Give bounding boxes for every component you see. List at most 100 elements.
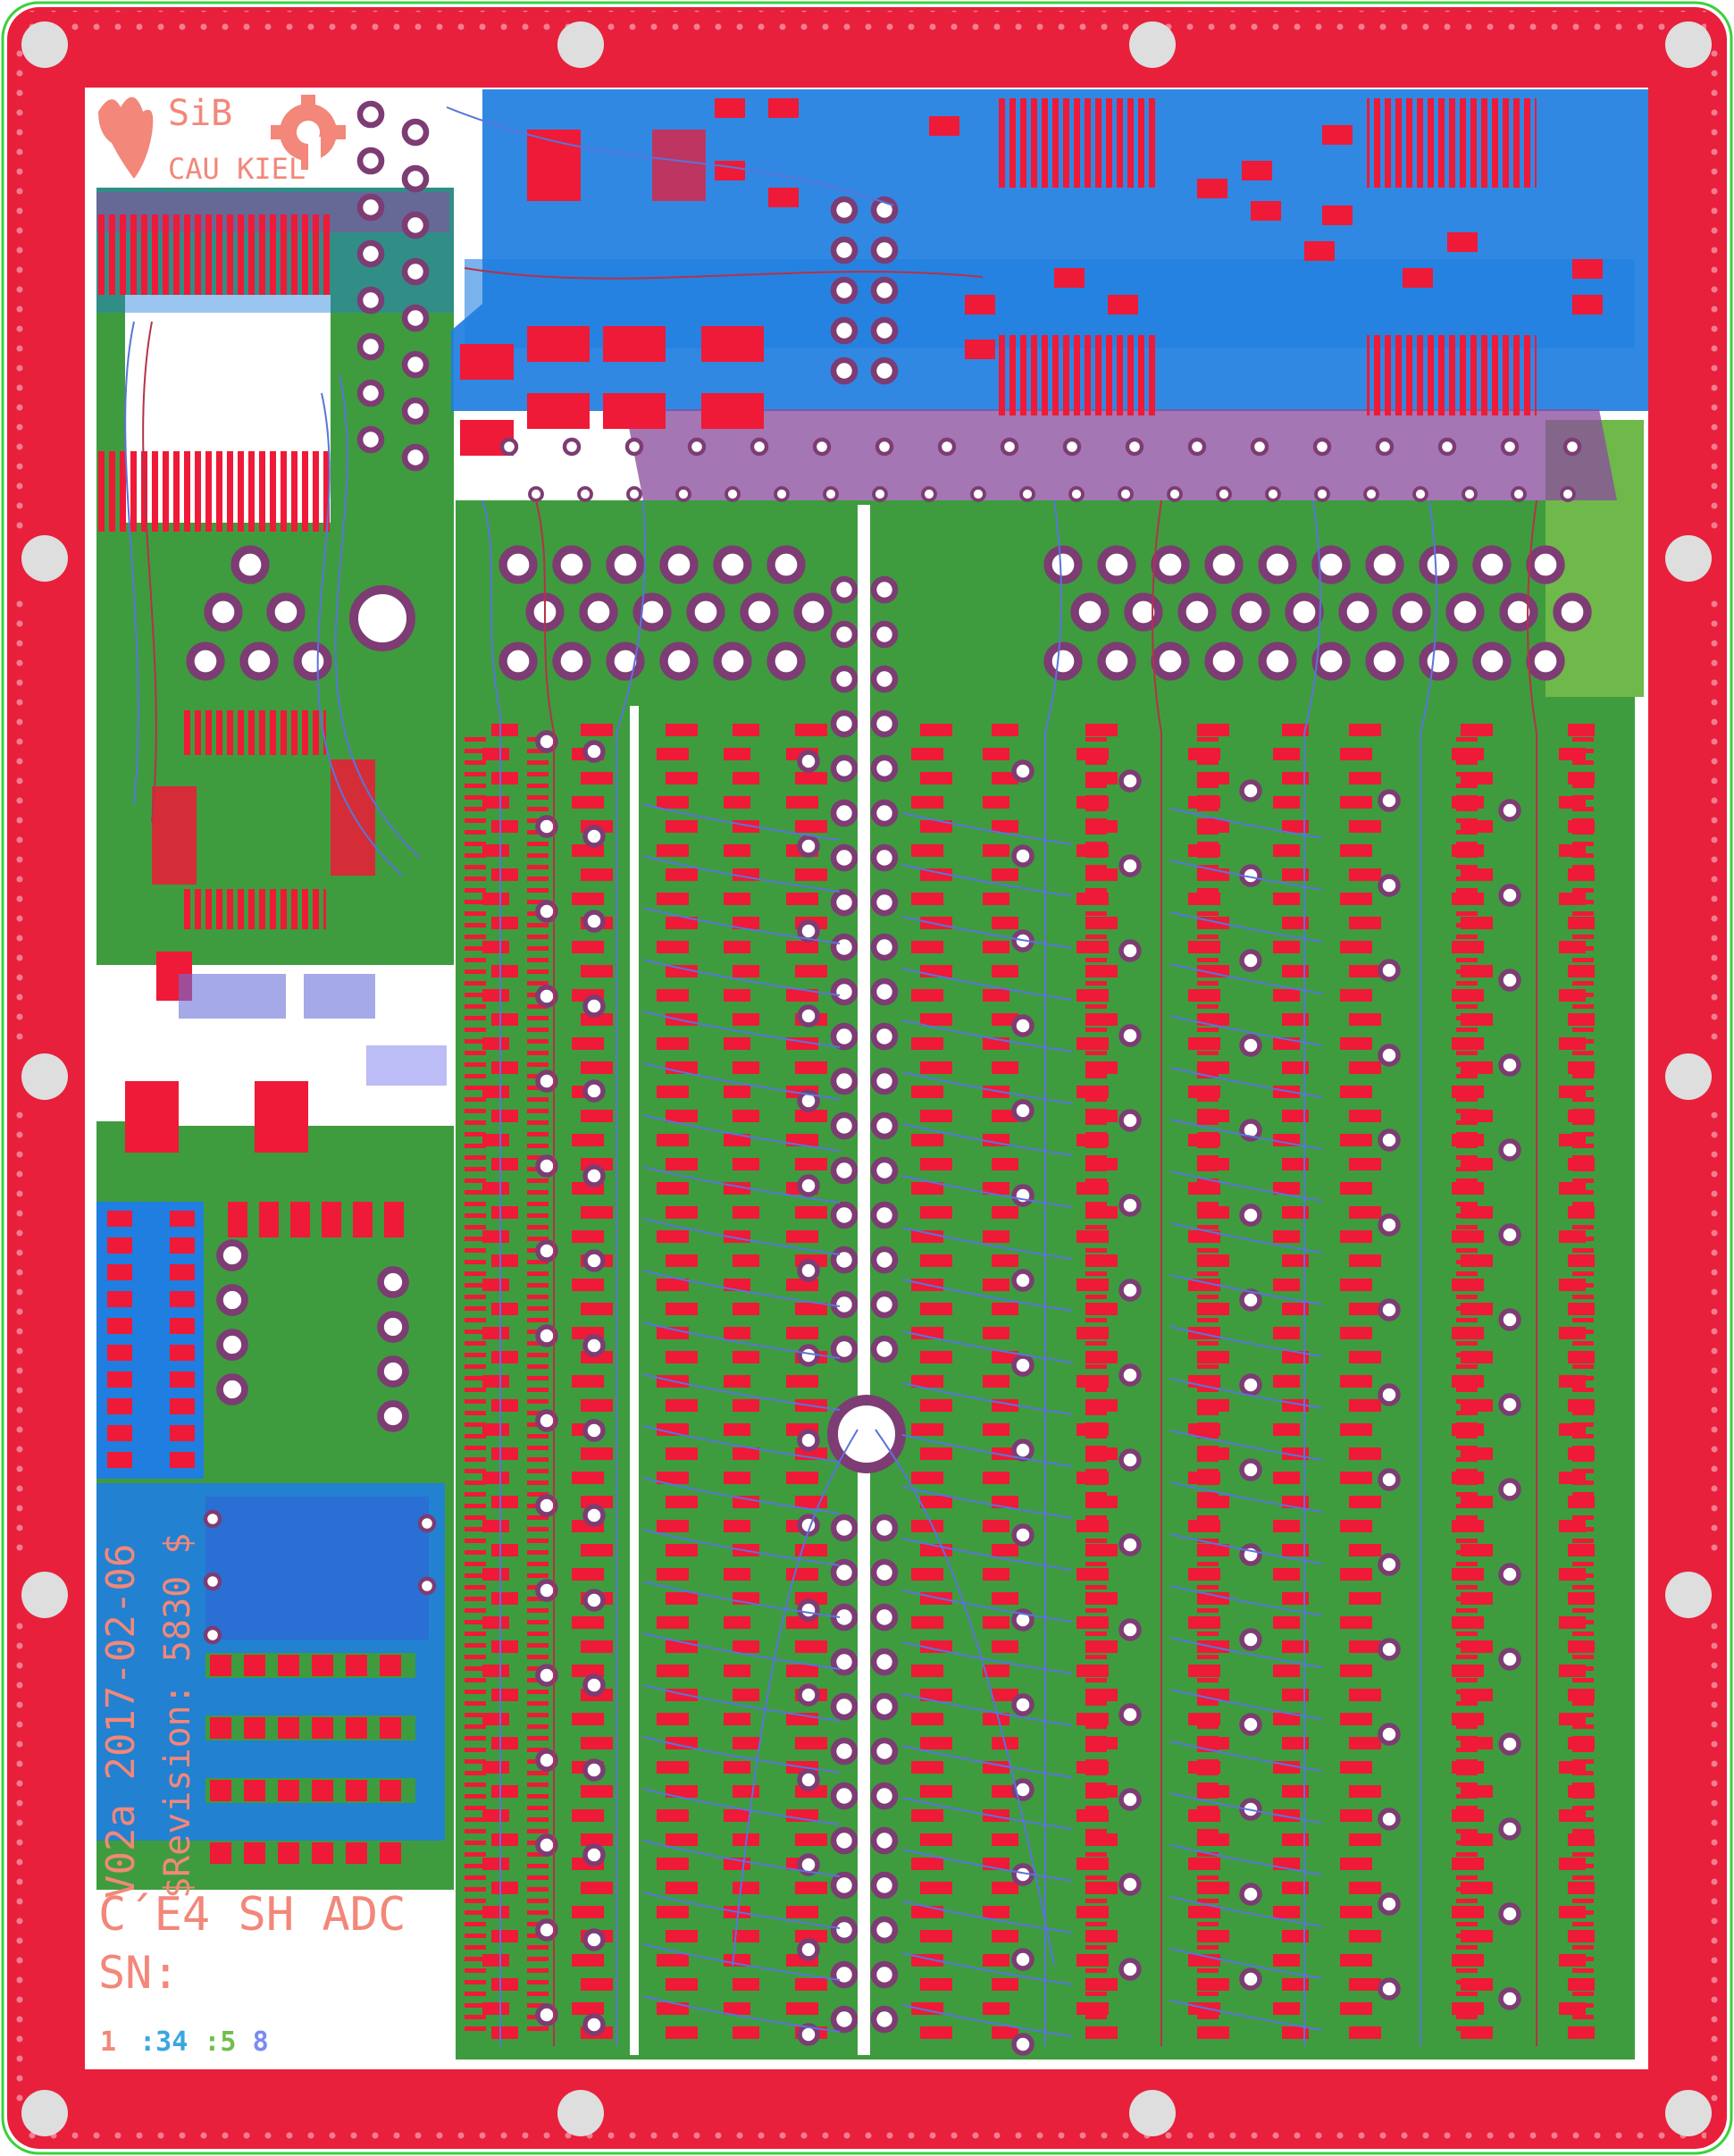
ic-pin — [1085, 1934, 1107, 1938]
ic-pin — [1197, 749, 1219, 753]
ic-pin — [1456, 1899, 1478, 1903]
ic-pin — [1572, 1713, 1594, 1717]
via — [812, 437, 832, 457]
smd-resistor — [795, 965, 827, 977]
frame-dot — [1711, 738, 1718, 745]
smd-resistor — [1273, 893, 1300, 905]
ic-pin — [1456, 1213, 1478, 1218]
resistor-pad — [278, 1655, 299, 1676]
smd-resistor — [491, 820, 518, 833]
smd-resistor — [992, 1882, 1018, 1894]
ic-pin — [1456, 1132, 1478, 1137]
via — [830, 665, 859, 693]
ic-pin — [465, 1179, 486, 1183]
ic-pin — [1572, 1260, 1594, 1264]
frame-dot — [16, 758, 23, 765]
ic-pin — [1085, 1283, 1107, 1288]
via — [203, 1572, 222, 1591]
ic-pin — [1572, 830, 1594, 835]
smd-resistor — [1282, 1254, 1309, 1267]
revision-text: $Revision: 5830 $ — [157, 1533, 198, 1899]
ic-pin — [1456, 1864, 1478, 1868]
smd-resistor — [581, 1833, 613, 1846]
ic-pin — [1197, 1934, 1219, 1938]
ic-pin — [465, 1585, 486, 1590]
ic-pin — [1572, 1759, 1594, 1764]
ic-pin — [527, 1875, 549, 1880]
frame-dot — [16, 463, 23, 470]
smd-resistor — [920, 1399, 952, 1412]
trace — [446, 106, 894, 206]
smd-resistor — [491, 2026, 518, 2039]
frame-dot — [16, 325, 23, 332]
frame-dot — [1711, 640, 1718, 647]
via — [830, 1916, 859, 1944]
smd-resistor — [491, 917, 518, 929]
ic-pin — [1572, 1167, 1594, 1171]
via — [1462, 486, 1478, 502]
ic-pin — [1456, 1724, 1478, 1729]
smd-resistor — [491, 868, 518, 881]
via — [1118, 939, 1142, 962]
ic-pin — [1197, 853, 1219, 858]
ic-pin — [1456, 1306, 1478, 1311]
smd-resistor — [1461, 820, 1493, 833]
trace — [1152, 499, 1162, 2046]
smd-resistor — [795, 868, 827, 881]
smd-resistor — [1349, 1206, 1381, 1219]
connector-pin — [1392, 592, 1431, 632]
via — [830, 575, 859, 604]
smd-resistor — [572, 1279, 604, 1291]
ic-pin — [1085, 1759, 1107, 1764]
via — [582, 1589, 606, 1612]
ic-pin — [1197, 1225, 1219, 1229]
ic-pin — [465, 1283, 486, 1288]
ic-pin — [1085, 842, 1107, 846]
frame-dot — [16, 188, 23, 195]
resistor-pad — [244, 1780, 265, 1801]
smd-pad — [170, 1237, 195, 1254]
ic-pin — [1572, 1527, 1594, 1531]
ic-pin — [1197, 1515, 1219, 1520]
connector-pin — [1311, 545, 1351, 584]
smd-resistor — [920, 2026, 952, 2039]
ic-pin — [1197, 1039, 1219, 1044]
frame-dot — [1711, 286, 1718, 293]
ic-pin — [1456, 981, 1478, 986]
ic-pin — [1572, 1086, 1594, 1090]
ic-pin — [1456, 853, 1478, 858]
via — [1378, 1468, 1401, 1491]
smd-resistor — [920, 772, 952, 784]
smd-resistor — [795, 1158, 827, 1170]
ic-pin — [1572, 1411, 1594, 1415]
frame-dot — [16, 443, 23, 450]
ic-pin — [1572, 1829, 1594, 1833]
smd-pad — [259, 1202, 279, 1237]
ic-pin — [527, 807, 549, 811]
ic-pin — [1572, 853, 1594, 858]
smd-resistor — [733, 1254, 759, 1267]
ic-pin — [1085, 737, 1107, 742]
smd-resistor — [482, 1713, 509, 1725]
frame-dot — [1711, 1780, 1718, 1787]
ic-pin — [465, 1841, 486, 1845]
ic-pin — [1085, 935, 1107, 939]
smd-resistor — [786, 1230, 818, 1243]
via — [830, 1558, 859, 1587]
smd-resistor — [491, 772, 518, 784]
frame-dot — [1711, 718, 1718, 726]
ic-pin — [1197, 923, 1219, 927]
frame-dot — [16, 424, 23, 431]
ic-pin — [1572, 1213, 1594, 1218]
ic-pin — [1456, 1620, 1478, 1624]
smd-resistor — [1197, 1447, 1229, 1460]
ic-pin — [465, 1144, 486, 1148]
frame-dot — [16, 1760, 23, 1767]
connector-pin — [1097, 642, 1136, 681]
ic-pin — [1085, 993, 1107, 997]
smd-resistor — [491, 1158, 518, 1170]
via — [870, 1112, 899, 1140]
frame-dot — [1711, 915, 1718, 922]
ic-pin — [1572, 1446, 1594, 1450]
frame-dot — [1711, 679, 1718, 686]
